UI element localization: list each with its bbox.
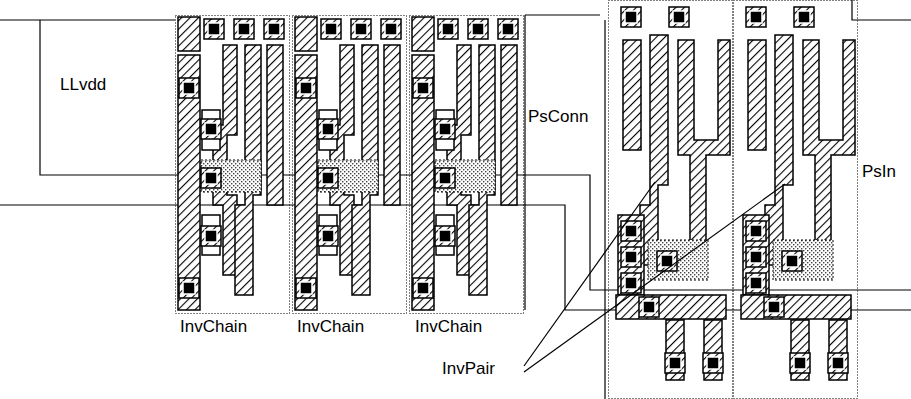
cell-label: PsIn [860, 163, 898, 182]
cell-label: PsConn [526, 108, 590, 127]
invchain-cell [176, 16, 290, 314]
cell-label: InvChain [413, 318, 484, 337]
cell-label: InvPair [440, 360, 497, 379]
layout-shape [0, 19, 175, 20]
cell-label: LLvdd [58, 76, 108, 95]
layout-shape [604, 20, 605, 399]
invchain-cell [410, 16, 524, 314]
cell-label: InvChain [178, 318, 249, 337]
invchain-cells [176, 16, 524, 314]
invchain-cell [293, 16, 407, 314]
leader-lines [524, 182, 785, 372]
cell-label: InvChain [295, 318, 366, 337]
layout-shape [525, 15, 600, 310]
invpair-cell [734, 1, 858, 399]
layout-shape [524, 182, 655, 366]
layout-shape [852, 0, 911, 20]
layout-shape [524, 184, 785, 372]
invpair-cell [609, 1, 733, 399]
invpair-cells [609, 1, 858, 399]
